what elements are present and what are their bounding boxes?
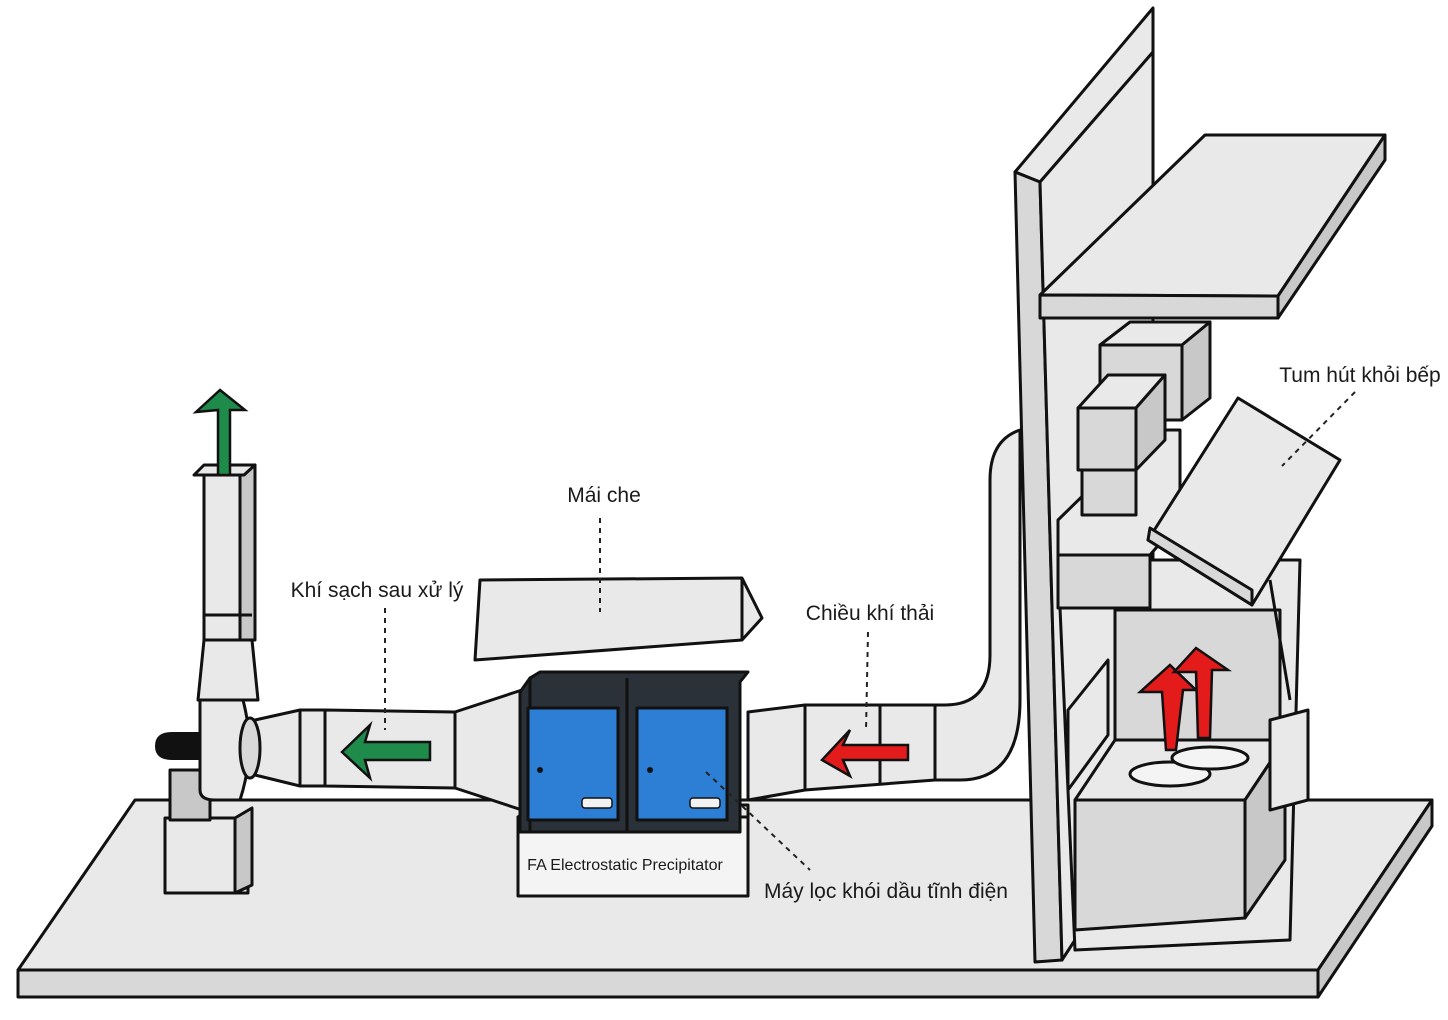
red-arrow-icon [1136,663,1200,752]
filter-label: Máy lọc khói dầu tĩnh điện [764,880,1008,903]
riser-duct [933,428,1022,782]
plate-label: FA Electrostatic Precipitator [527,857,723,874]
clean-air-label: Khí sạch sau xử lý [291,579,464,602]
green-arrow-icon [192,388,249,477]
roof-label: Mái che [567,484,641,507]
roof-panel [473,576,764,662]
hood-leader [1281,391,1356,467]
red-arrow-icon [1171,646,1233,740]
green-arrow-icon [340,720,432,782]
exhaust-fan [155,463,262,895]
exhaust-hood [1056,320,1342,610]
hood-label: Tum hút khỏi bếp [1279,364,1440,387]
filter-leader [705,771,811,871]
exhaust-leader [865,631,869,731]
esp-filter-unit: FA Electrostatic Precipitator [516,670,750,898]
exhaust-direction-label: Chiều khí thải [806,602,934,625]
kitchen-counter [1058,558,1310,952]
red-arrow-icon [820,729,910,779]
